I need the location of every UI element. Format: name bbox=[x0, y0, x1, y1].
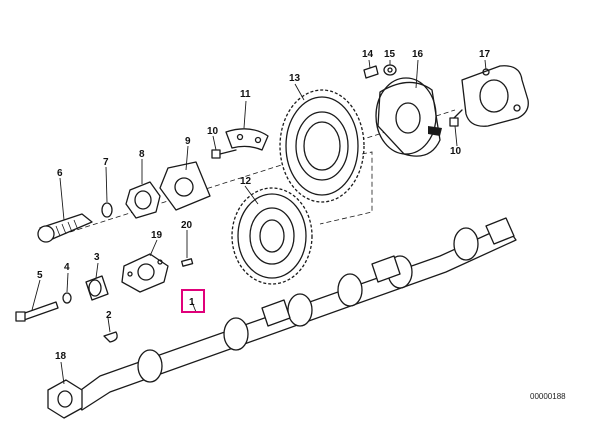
part-10-bolt-right[interactable] bbox=[449, 109, 463, 127]
callout-13[interactable]: 13 bbox=[289, 73, 301, 84]
callout-17[interactable]: 17 bbox=[479, 49, 491, 60]
callout-15[interactable]: 15 bbox=[384, 49, 396, 60]
callout-14[interactable]: 14 bbox=[362, 49, 374, 60]
part-12-sprocket[interactable] bbox=[231, 187, 313, 285]
callout-4[interactable]: 4 bbox=[64, 262, 70, 273]
callout-10-left[interactable]: 10 bbox=[207, 126, 219, 137]
part-18-nut[interactable] bbox=[47, 379, 83, 419]
callout-16[interactable]: 16 bbox=[412, 49, 424, 60]
diagram-ref-code: 00000188 bbox=[530, 392, 566, 401]
part-10-bolt-left[interactable] bbox=[211, 149, 237, 159]
part-11-segment-plate[interactable] bbox=[225, 128, 269, 151]
callout-2[interactable]: 2 bbox=[106, 310, 112, 321]
part-1-camshaft[interactable] bbox=[69, 217, 517, 411]
part-4-washer[interactable] bbox=[62, 292, 72, 304]
part-3-bushing[interactable] bbox=[85, 275, 109, 301]
callout-10-right[interactable]: 10 bbox=[450, 146, 462, 157]
leader-lines bbox=[31, 59, 487, 385]
part-14-nut[interactable] bbox=[363, 65, 379, 79]
part-15-washer[interactable] bbox=[383, 64, 397, 76]
callout-7[interactable]: 7 bbox=[103, 157, 109, 168]
callout-20[interactable]: 20 bbox=[181, 220, 193, 231]
part-5-bolt[interactable] bbox=[15, 301, 59, 322]
callout-11[interactable]: 11 bbox=[240, 89, 251, 100]
callout-9[interactable]: 9 bbox=[185, 136, 191, 147]
callout-18[interactable]: 18 bbox=[55, 351, 67, 362]
callout-5[interactable]: 5 bbox=[37, 270, 43, 281]
part-7-washer[interactable] bbox=[101, 202, 113, 218]
part-16-drive-hub[interactable] bbox=[375, 77, 442, 157]
highlight-box-part-1 bbox=[181, 289, 205, 313]
callout-6[interactable]: 6 bbox=[57, 168, 63, 179]
part-9-thrust-plate[interactable] bbox=[159, 161, 211, 211]
part-2-key[interactable] bbox=[103, 331, 118, 343]
callout-8[interactable]: 8 bbox=[139, 149, 145, 160]
part-13-sprocket[interactable] bbox=[279, 89, 365, 203]
sprocket-bracket bbox=[319, 151, 373, 225]
part-6-gear-shaft[interactable] bbox=[37, 213, 93, 243]
callout-19[interactable]: 19 bbox=[151, 230, 163, 241]
callout-3[interactable]: 3 bbox=[94, 252, 100, 263]
callout-12[interactable]: 12 bbox=[240, 176, 252, 187]
part-20-pin[interactable] bbox=[181, 258, 194, 267]
part-17-flange[interactable] bbox=[461, 65, 529, 127]
callout-1[interactable]: 1 bbox=[189, 297, 195, 308]
part-8-nut[interactable] bbox=[125, 181, 161, 219]
part-19-flange[interactable] bbox=[121, 253, 169, 293]
